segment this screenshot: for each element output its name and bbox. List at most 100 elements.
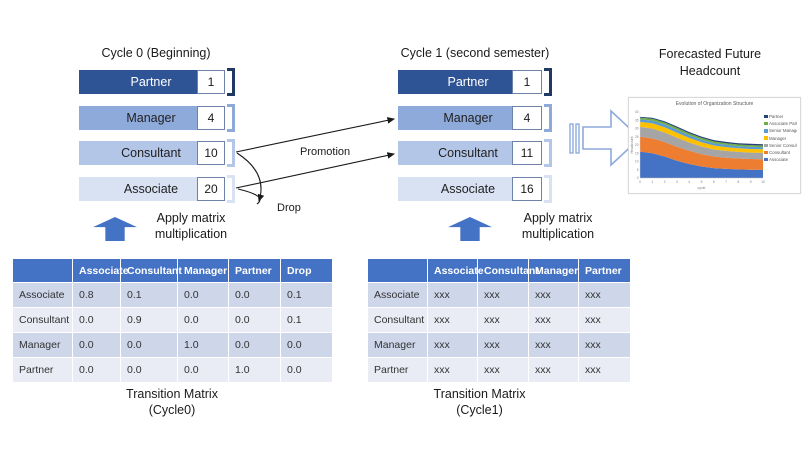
value-cell: 0.0 [228,282,281,308]
legend-label: Senior Manager [769,128,797,134]
value-cell: xxx [477,307,529,333]
table-row: Consultant xxx xxx xxx xxx [367,307,631,333]
rank-bar: Manager [398,106,512,130]
bar-accent-bracket [227,68,235,96]
svg-text:10: 10 [761,180,765,184]
transition-matrix-cycle0-caption: Transition Matrix (Cycle0) [12,386,332,418]
value-cell: xxx [578,307,631,333]
cycle0-row-manager: Manager 4 [79,104,235,132]
cycle1-row-associate: Associate 16 [398,175,552,203]
value-cell: xxx [427,332,478,358]
headcount-value: 16 [512,177,542,201]
svg-text:5: 5 [701,180,703,184]
row-label-cell: Manager [12,332,73,358]
table-row: Manager xxx xxx xxx xxx [367,332,631,358]
apply-matrix-label-cycle1: Apply matrix multiplication [521,211,595,241]
table-row: Consultant 0.0 0.9 0.0 0.0 0.1 [12,307,333,333]
svg-text:8: 8 [738,180,740,184]
value-cell: 0.1 [120,282,178,308]
value-cell: 1.0 [177,332,229,358]
table-header-row: Associate Consultant Manager Partner Dro… [12,258,333,283]
svg-text:15: 15 [635,151,639,155]
value-cell: 0.0 [280,332,333,358]
headcount-value: 1 [197,70,225,94]
headcount-value: 20 [197,177,225,201]
headcount-value: 1 [512,70,542,94]
svg-text:cycle: cycle [698,186,706,190]
value-cell: 0.9 [120,307,178,333]
value-cell: 0.0 [120,357,178,383]
bar-accent-bracket [544,175,552,203]
legend-label: Associate Partner [769,121,797,127]
header-cell: Consultant [477,258,539,283]
forecast-title: Forecasted Future Headcount [658,47,762,78]
svg-text:7: 7 [725,180,727,184]
apply-arrow-up-icon [93,217,137,241]
header-cell: Manager [177,258,229,283]
header-cell: Drop [280,258,333,283]
table-row: Partner xxx xxx xxx xxx [367,357,631,383]
headcount-value: 10 [197,141,225,165]
headcount-value: 11 [512,141,542,165]
cycle1-row-manager: Manager 4 [398,104,552,132]
rank-bar: Consultant [398,141,512,165]
value-cell: 0.0 [120,332,178,358]
cycle0-title: Cycle 0 (Beginning) [101,46,211,60]
cycle0-row-consultant: Consultant 10 [79,139,235,167]
headcount-value: 4 [512,106,542,130]
value-cell: 0.0 [72,307,121,333]
legend-item: Associate [764,157,797,162]
promotion-arrow-associate-to-consultant [235,152,396,189]
value-cell: 0.0 [177,357,229,383]
header-cell: Associate [427,258,484,283]
rank-bar: Partner [79,70,197,94]
value-cell: xxx [578,282,631,308]
svg-text:25: 25 [635,135,639,139]
value-cell: xxx [427,282,478,308]
row-label-cell: Partner [12,357,73,383]
table-row: Partner 0.0 0.0 0.0 1.0 0.0 [12,357,333,383]
drop-arrow-from-associate [237,188,261,205]
rank-bar: Manager [79,106,197,130]
row-label-cell: Partner [367,357,428,383]
legend-item: Senior Consultant [764,143,797,148]
value-cell: 0.0 [177,307,229,333]
cycle0-row-associate: Associate 20 [79,175,235,203]
legend-item: Consultant [764,150,797,155]
legend-item: Partner [764,114,797,119]
value-cell: 0.0 [228,307,281,333]
bar-accent-bracket [227,139,235,167]
header-cell: Manager [528,258,579,283]
value-cell: xxx [528,357,579,383]
legend-item: Associate Partner [764,121,797,126]
value-cell: xxx [578,332,631,358]
table-header-row: Associate Consultant Manager Partner [367,258,631,283]
table-row: Manager 0.0 0.0 1.0 0.0 0.0 [12,332,333,358]
caption-line: Transition Matrix [433,387,526,401]
cycle1-title: Cycle 1 (second semester) [400,46,550,60]
headcount-value: 4 [197,106,225,130]
svg-text:0: 0 [639,180,641,184]
transition-matrix-cycle1: Associate Consultant Manager Partner Ass… [367,258,631,383]
row-label-cell: Manager [367,332,428,358]
svg-text:30: 30 [635,127,639,131]
svg-text:40: 40 [635,110,639,114]
svg-text:1: 1 [651,180,653,184]
cycle0-row-partner: Partner 1 [79,68,235,96]
svg-text:3: 3 [676,180,678,184]
svg-text:5: 5 [637,168,639,172]
value-cell: xxx [427,307,478,333]
table-row: Associate xxx xxx xxx xxx [367,282,631,308]
value-cell: xxx [477,332,529,358]
header-cell: Consultant [120,258,182,283]
row-label-cell: Consultant [12,307,73,333]
value-cell: xxx [528,332,579,358]
legend-label: Manager [769,135,787,141]
legend-swatch [764,157,768,162]
bar-accent-bracket [544,68,552,96]
value-cell: xxx [477,357,529,383]
header-cell [12,258,73,283]
value-cell: xxx [578,357,631,383]
promotion-label: Promotion [300,146,351,158]
